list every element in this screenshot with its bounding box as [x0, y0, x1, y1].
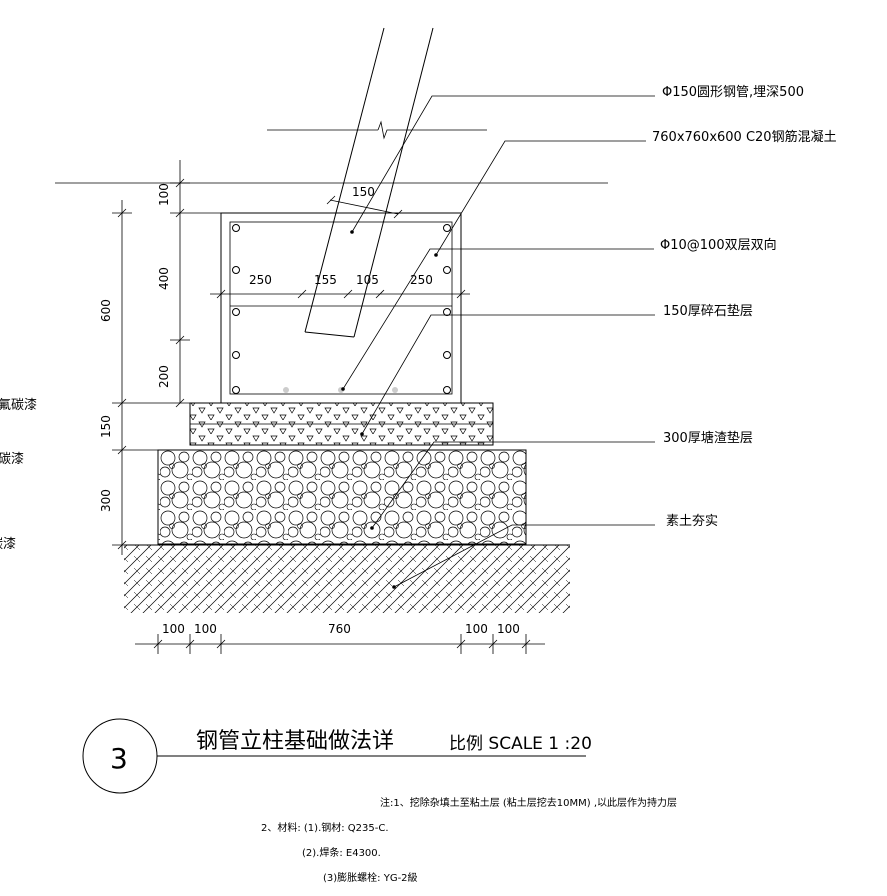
dim-v-400: 400: [157, 267, 171, 290]
note-1: 注:1、挖除杂填土至粘土层 (粘土层挖去10MM) ,以此层作为持力层: [380, 796, 677, 809]
stone-layer: [157, 449, 527, 545]
left-label-3: 碳漆: [0, 536, 16, 552]
note-2: 2、材料: (1).钢材: Q235-C.: [261, 821, 389, 834]
callout-rebar: Φ10@100双层双向: [660, 237, 777, 253]
dim-v-300: 300: [99, 489, 113, 512]
steel-pipe: [267, 27, 487, 338]
drawing-title: 钢管立柱基础做法详: [196, 729, 394, 754]
dim-b-100-a: 100: [162, 622, 185, 636]
bottom-dimensions: [135, 634, 545, 654]
vertical-dimensions: [112, 160, 221, 555]
callout-soil: 素土夯实: [666, 514, 718, 529]
callout-gravel: 150厚碎石垫层: [663, 303, 753, 319]
callout-steel-pipe: Φ150圆形钢管,埋深500: [662, 85, 804, 100]
dim-v-100: 100: [157, 183, 171, 206]
dim-inner-250-b: 250: [410, 273, 433, 287]
dim-v-150: 150: [99, 415, 113, 438]
dim-v-200: 200: [157, 365, 171, 388]
callout-leaders: [341, 95, 655, 589]
drawing-scale: 比例 SCALE 1 :20: [449, 734, 592, 754]
inner-dimensions: [210, 289, 470, 299]
callout-stone: 300厚塘渣垫层: [663, 430, 753, 446]
dim-v-600: 600: [99, 299, 113, 322]
concrete-footing: [220, 212, 462, 404]
left-label-2: 碳漆: [0, 451, 24, 467]
note-4: (3)膨胀螺栓: YG-2級: [323, 871, 418, 884]
left-label-1: 氟碳漆: [0, 397, 37, 413]
detail-number: 3: [110, 742, 128, 775]
dim-b-760: 760: [328, 622, 351, 636]
dim-inner-250-a: 250: [249, 273, 272, 287]
dim-b-100-c: 100: [465, 622, 488, 636]
note-3: (2).焊条: E4300.: [302, 846, 381, 859]
dim-b-100-b: 100: [194, 622, 217, 636]
dim-pipe-150: 150: [352, 185, 375, 199]
dim-b-100-d: 100: [497, 622, 520, 636]
callout-concrete: 760x760x600 C20钢筋混凝土: [652, 129, 837, 145]
soil-hatch: [124, 545, 570, 613]
rebar-dots: [232, 224, 451, 394]
title-block: [82, 718, 586, 794]
dim-inner-105: 105: [356, 273, 379, 287]
dim-inner-155: 155: [314, 273, 337, 287]
